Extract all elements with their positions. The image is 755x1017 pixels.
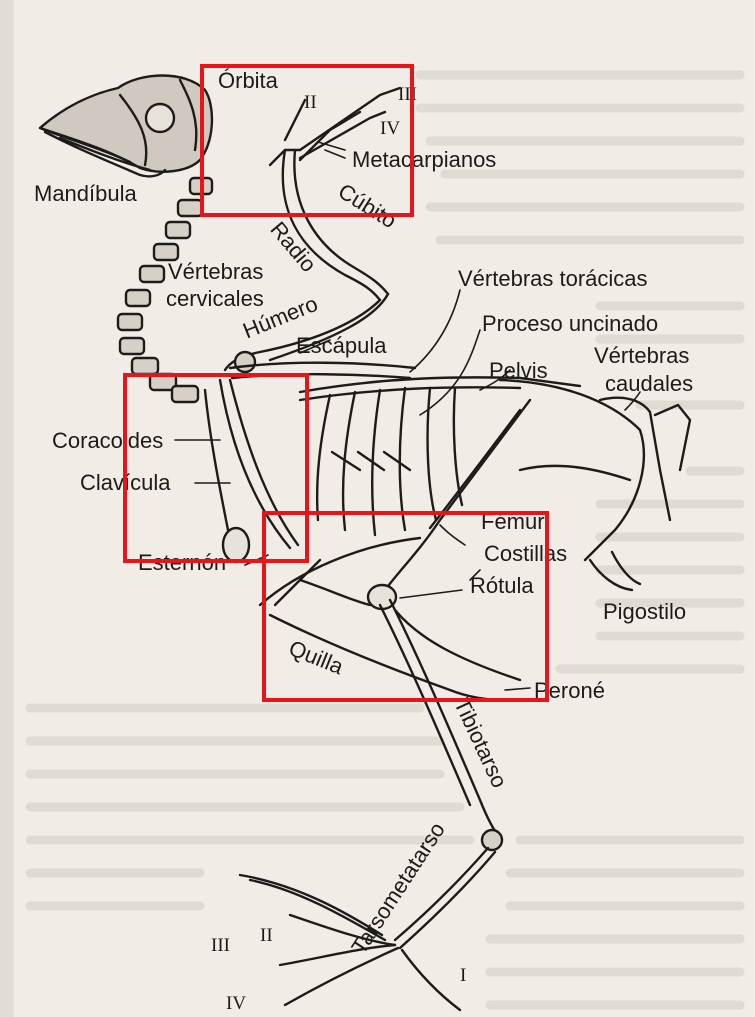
label-foot-digit-i: I	[460, 965, 466, 987]
label-vertebras-cervicales-line1: Vértebras	[168, 261, 263, 283]
label-vertebras-cervicales-line2: cervicales	[166, 288, 264, 310]
label-pigostilo: Pigostilo	[603, 601, 686, 623]
label-vertebras-caudales-line2: caudales	[605, 373, 693, 395]
label-vertebras-toracicas: Vértebras torácicas	[458, 268, 648, 290]
label-vertebras-caudales-line1: Vértebras	[594, 345, 689, 367]
label-escapula: Escápula	[296, 335, 387, 357]
label-mandibula: Mandíbula	[34, 183, 137, 205]
label-foot-digit-iv: IV	[226, 993, 246, 1015]
highlight-box-head-wing	[200, 64, 414, 217]
label-proceso-uncinado: Proceso uncinado	[482, 313, 658, 335]
skull	[40, 76, 212, 172]
highlight-box-knee	[262, 511, 549, 702]
label-pelvis: Pelvis	[489, 360, 548, 382]
label-foot-digit-ii: II	[260, 925, 273, 947]
label-foot-digit-iii: III	[211, 935, 230, 957]
